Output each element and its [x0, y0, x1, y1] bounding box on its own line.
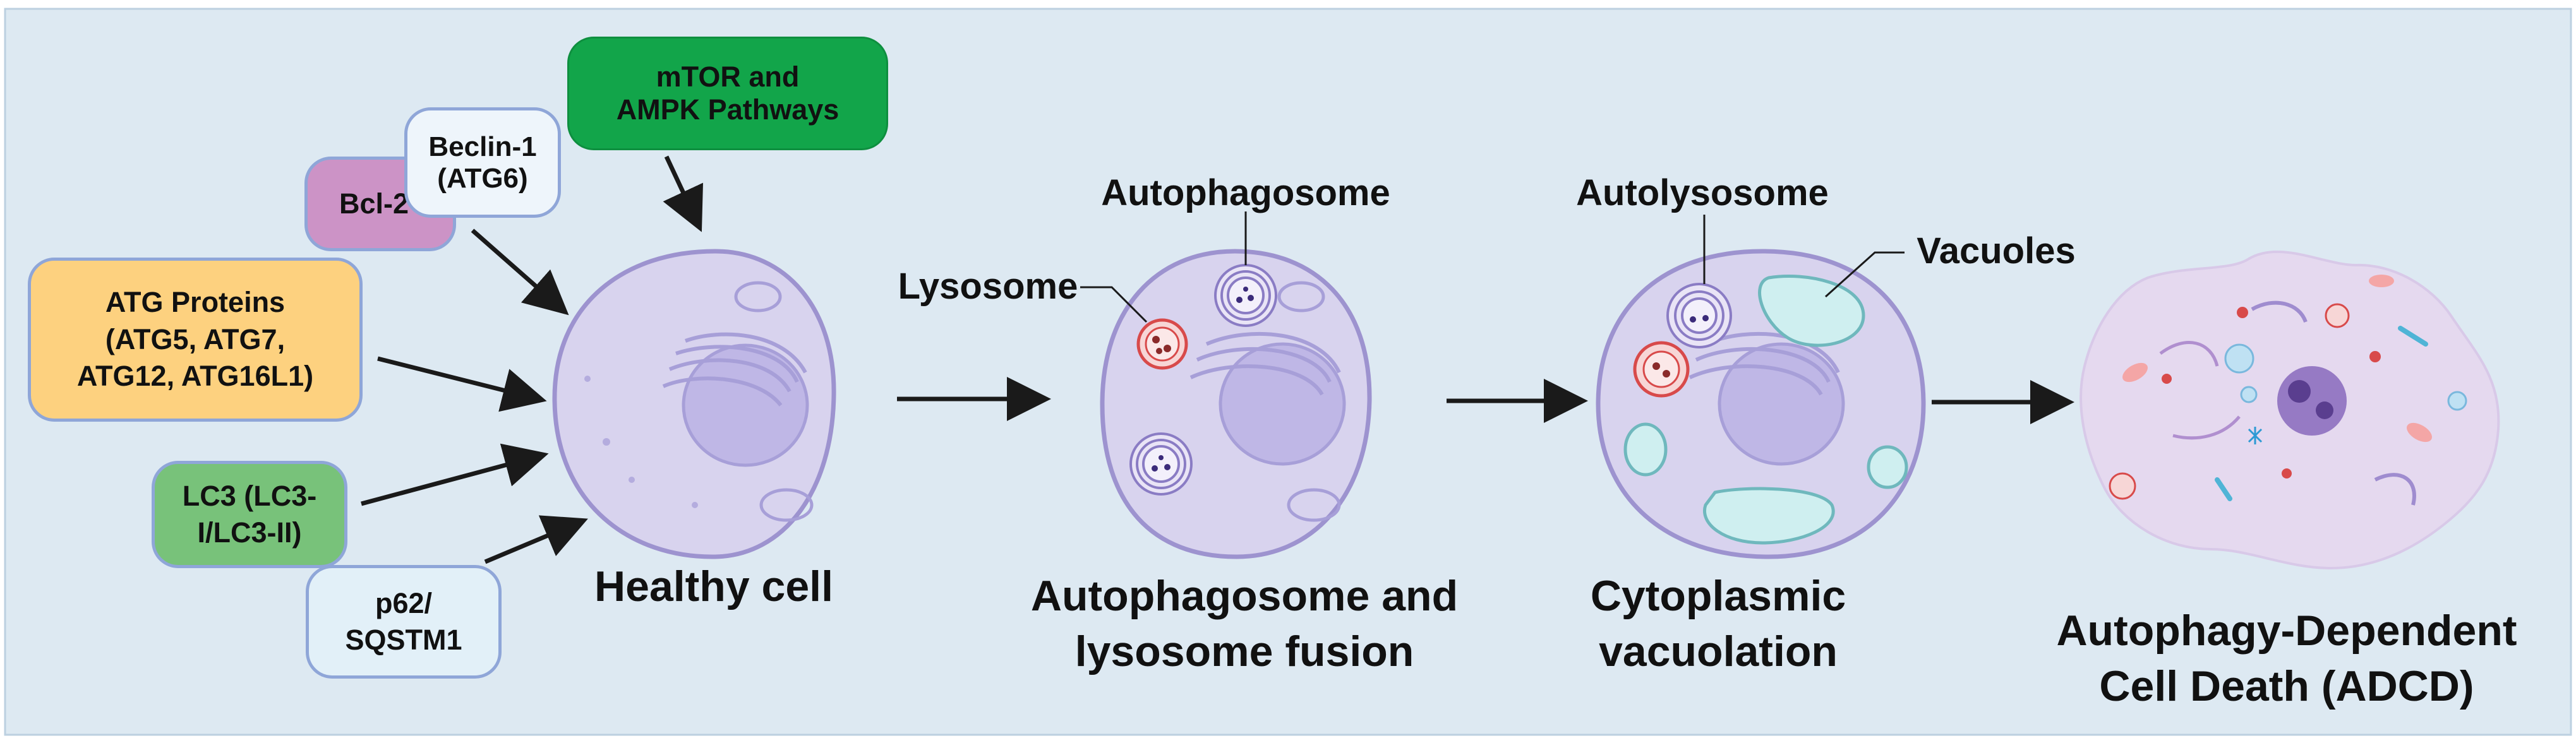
arrow-mtor [663, 155, 704, 232]
vacuoles-callout: Vacuoles [1917, 230, 2076, 271]
vacuole-2 [1703, 487, 1835, 545]
lysosome-organelle [1136, 318, 1188, 370]
adcd-stage-label: Autophagy-Dependent Cell Death (ADCD) [2056, 607, 2517, 711]
mtor-ampk-box: mTOR and AMPK Pathways [567, 37, 888, 150]
vacuoles-callout-line [1824, 251, 1905, 298]
lysosome-callout: Lysosome [898, 266, 1078, 307]
lysosome-callout-line [1080, 286, 1148, 323]
vacuolation-cell-nucleus [1718, 342, 1845, 466]
healthy-cell [552, 249, 836, 559]
autolysosome-callout: Autolysosome [1576, 172, 1829, 213]
arrow-atg [377, 356, 547, 412]
lc3-label: LC3 (LC3- I/LC3-II) [182, 479, 317, 549]
fusion-cell-nucleus [1219, 342, 1346, 466]
vacuolation-stage-label: Cytoplasmic vacuolation [1590, 572, 1846, 676]
fragmented-nucleus [2277, 366, 2347, 436]
mtor-ampk-label: mTOR and AMPK Pathways [616, 61, 840, 126]
vacuole-1 [1758, 275, 1865, 347]
autophagosome-organelle-2 [1129, 432, 1193, 496]
process-arrows [361, 155, 2074, 564]
arrow-p62 [484, 515, 588, 564]
fusion-stage-label: Autophagosome and lysosome fusion [1030, 572, 1459, 676]
arrow-lc3 [361, 443, 549, 506]
lc3-box: LC3 (LC3- I/LC3-II) [152, 461, 347, 568]
p62-label: p62/ SQSTM1 [345, 586, 462, 657]
vacuole-4 [1867, 445, 1908, 489]
autolysosome-organelle [1633, 283, 1732, 398]
fusion-cell [1080, 211, 1372, 559]
beclin-box: Beclin-1 (ATG6) [404, 107, 561, 218]
atg-proteins-label: ATG Proteins (ATG5, ATG7, ATG12, ATG16L1… [76, 286, 314, 393]
autophagosome-callout: Autophagosome [1101, 172, 1390, 213]
p62-box: p62/ SQSTM1 [306, 565, 502, 679]
vacuole-3 [1623, 422, 1668, 477]
arrow-beclin [471, 229, 569, 316]
adcd-cell [2079, 250, 2500, 570]
healthy-cell-label: Healthy cell [594, 562, 833, 610]
beclin-label: Beclin-1 (ATG6) [428, 131, 537, 194]
vacuolation-cell [1596, 215, 1926, 559]
autophagosome-organelle [1214, 264, 1277, 327]
bcl2-label: Bcl-2 [339, 187, 409, 220]
atg-proteins-box: ATG Proteins (ATG5, ATG7, ATG12, ATG16L1… [28, 258, 363, 422]
